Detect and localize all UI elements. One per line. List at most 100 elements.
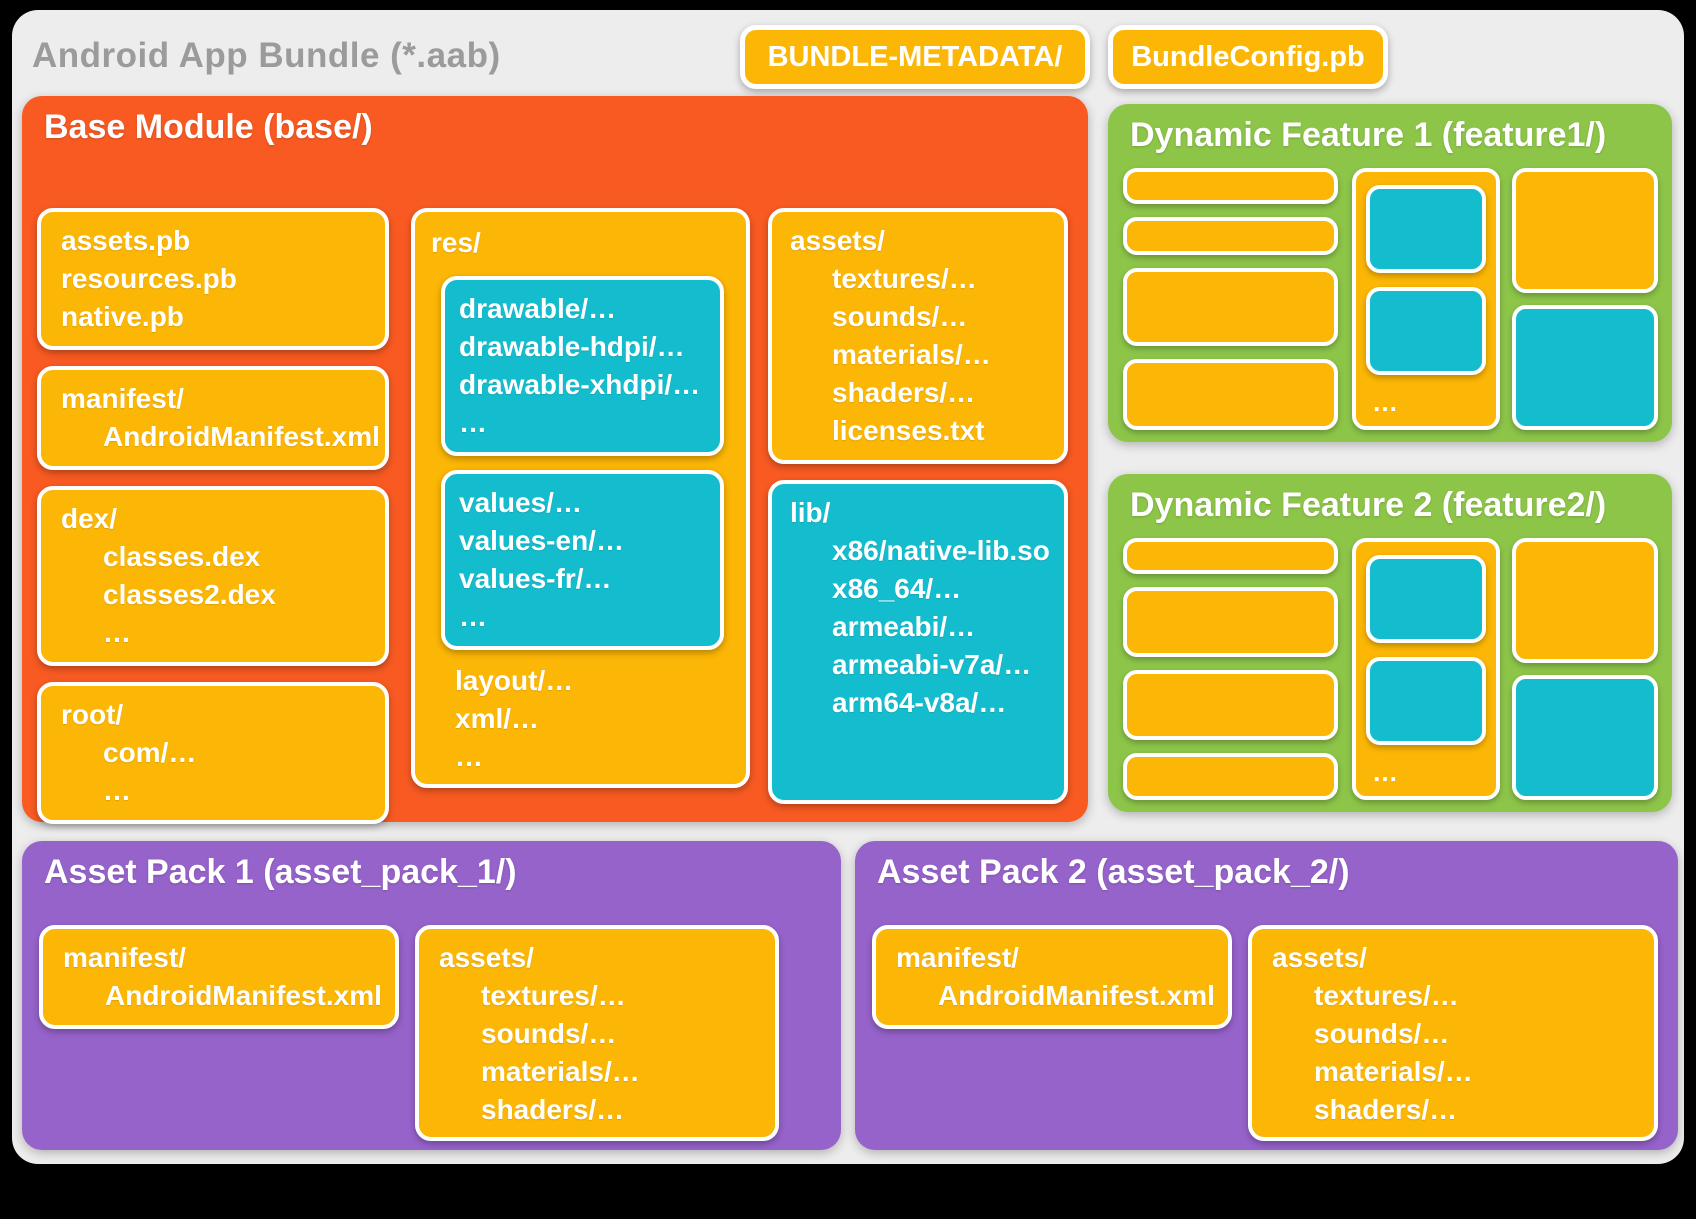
materials-dir: materials/… bbox=[1314, 1056, 1473, 1087]
mini-box bbox=[1366, 287, 1486, 375]
classes-dex: classes.dex bbox=[103, 541, 261, 572]
materials-dir: materials/… bbox=[481, 1056, 640, 1087]
xml-dir: xml/… bbox=[455, 703, 540, 734]
mini-box bbox=[1366, 185, 1486, 273]
android-manifest-file: AndroidManifest.xml bbox=[103, 421, 380, 452]
classes2-dex: classes2.dex bbox=[103, 579, 276, 610]
sounds-dir: sounds/… bbox=[481, 1018, 617, 1049]
asset-pack-1: Asset Pack 1 (asset_pack_1/) manifest/ A… bbox=[22, 841, 841, 1150]
drawable-hdpi-dir: drawable-hdpi/… bbox=[459, 331, 685, 362]
asset-pack-2-title: Asset Pack 2 (asset_pack_2/) bbox=[877, 853, 1350, 891]
materials-dir: materials/… bbox=[832, 339, 991, 370]
arm64-v8a-dir: arm64-v8a/… bbox=[832, 687, 1007, 718]
textures-dir: textures/… bbox=[832, 263, 977, 294]
dynamic-feature-2: Dynamic Feature 2 (feature2/) … bbox=[1108, 474, 1672, 812]
textures-dir: textures/… bbox=[481, 980, 626, 1011]
mini-box bbox=[1366, 555, 1486, 643]
mini-box bbox=[1123, 217, 1338, 255]
base-module-title: Base Module (base/) bbox=[44, 108, 373, 146]
file-native-pb: native.pb bbox=[61, 301, 184, 332]
feature1-right-column bbox=[1512, 168, 1658, 430]
armeabi-dir: armeabi/… bbox=[832, 611, 976, 642]
app-bundle-card: Android App Bundle (*.aab) BUNDLE-METADA… bbox=[12, 10, 1684, 1164]
drawable-box: drawable/… drawable-hdpi/… drawable-xhdp… bbox=[441, 276, 724, 456]
values-box: values/… values-en/… values-fr/… … bbox=[441, 470, 724, 650]
values-ellipsis: … bbox=[459, 601, 487, 632]
root-ellipsis: … bbox=[103, 775, 131, 806]
mini-box bbox=[1512, 538, 1658, 663]
licenses-file: licenses.txt bbox=[832, 415, 985, 446]
shaders-dir: shaders/… bbox=[481, 1094, 625, 1125]
root-com: com/… bbox=[103, 737, 197, 768]
mini-box bbox=[1123, 168, 1338, 204]
base-res-column: res/ drawable/… drawable-hdpi/… drawable… bbox=[411, 208, 750, 804]
manifest-dir: manifest/ bbox=[63, 942, 186, 973]
assets-dir: assets/ bbox=[790, 225, 885, 256]
sounds-dir: sounds/… bbox=[1314, 1018, 1450, 1049]
mini-box bbox=[1123, 587, 1338, 657]
layout-dir: layout/… bbox=[455, 665, 574, 696]
assets-box: assets/ textures/… sounds/… materials/… … bbox=[768, 208, 1068, 464]
feature2-res-panel: … bbox=[1352, 538, 1500, 800]
textures-dir: textures/… bbox=[1314, 980, 1459, 1011]
base-left-column: assets.pb resources.pb native.pb manifes… bbox=[37, 208, 389, 824]
asset-pack-1-title: Asset Pack 1 (asset_pack_1/) bbox=[44, 853, 517, 891]
mini-box bbox=[1512, 675, 1658, 800]
asset-pack-2: Asset Pack 2 (asset_pack_2/) manifest/ A… bbox=[855, 841, 1678, 1150]
res-ellipsis: … bbox=[455, 741, 483, 772]
mini-box bbox=[1123, 268, 1338, 346]
res-tail: layout/… xml/… … bbox=[431, 662, 730, 776]
lib-box: lib/ x86/native-lib.so x86_64/… armeabi/… bbox=[768, 480, 1068, 804]
bundle-config-badge: BundleConfig.pb bbox=[1108, 25, 1388, 89]
res-dir: res/ bbox=[431, 227, 481, 258]
dex-box: dex/ classes.dex classes2.dex … bbox=[37, 486, 389, 666]
feature1-left-column bbox=[1123, 168, 1338, 430]
manifest-dir: manifest/ bbox=[61, 383, 184, 414]
asset-pack-2-manifest-box: manifest/ AndroidManifest.xml bbox=[872, 925, 1232, 1029]
file-assets-pb: assets.pb bbox=[61, 225, 191, 256]
mini-box bbox=[1123, 753, 1338, 800]
feature1-ellipsis: … bbox=[1372, 387, 1398, 417]
base-right-column: assets/ textures/… sounds/… materials/… … bbox=[768, 208, 1068, 804]
manifest-box: manifest/ AndroidManifest.xml bbox=[37, 366, 389, 470]
mini-box bbox=[1366, 657, 1486, 745]
feature1-res-panel: … bbox=[1352, 168, 1500, 430]
values-dir: values/… bbox=[459, 487, 582, 518]
dex-dir: dex/ bbox=[61, 503, 118, 534]
base-module: Base Module (base/) assets.pb resources.… bbox=[22, 96, 1088, 824]
feature2-right-column bbox=[1512, 538, 1658, 800]
drawable-xhdpi-dir: drawable-xhdpi/… bbox=[459, 369, 701, 400]
mini-box bbox=[1123, 670, 1338, 740]
root-box: root/ com/… … bbox=[37, 682, 389, 824]
page-title: Android App Bundle (*.aab) bbox=[32, 36, 501, 75]
sounds-dir: sounds/… bbox=[832, 301, 968, 332]
dynamic-feature-1: Dynamic Feature 1 (feature1/) … bbox=[1108, 104, 1672, 442]
res-box: res/ drawable/… drawable-hdpi/… drawable… bbox=[411, 208, 750, 788]
x86-native-lib: x86/native-lib.so bbox=[832, 535, 1050, 566]
shaders-dir: shaders/… bbox=[832, 377, 976, 408]
bundle-metadata-badge: BUNDLE-METADATA/ bbox=[740, 25, 1090, 89]
feature2-ellipsis: … bbox=[1372, 757, 1398, 787]
proto-files-box: assets.pb resources.pb native.pb bbox=[37, 208, 389, 350]
drawable-ellipsis: … bbox=[459, 407, 487, 438]
asset-pack-1-assets-box: assets/ textures/… sounds/… materials/… … bbox=[415, 925, 779, 1141]
dex-ellipsis: … bbox=[103, 617, 131, 648]
manifest-dir: manifest/ bbox=[896, 942, 1019, 973]
armeabi-v7a-dir: armeabi-v7a/… bbox=[832, 649, 1032, 680]
mini-box bbox=[1512, 305, 1658, 430]
lib-dir: lib/ bbox=[790, 497, 831, 528]
mini-box bbox=[1123, 538, 1338, 574]
drawable-dir: drawable/… bbox=[459, 293, 617, 324]
values-en-dir: values-en/… bbox=[459, 525, 624, 556]
dynamic-feature-1-title: Dynamic Feature 1 (feature1/) bbox=[1130, 116, 1607, 154]
shaders-dir: shaders/… bbox=[1314, 1094, 1458, 1125]
mini-box bbox=[1123, 359, 1338, 430]
assets-dir: assets/ bbox=[439, 942, 534, 973]
mini-box bbox=[1512, 168, 1658, 293]
asset-pack-2-assets-box: assets/ textures/… sounds/… materials/… … bbox=[1248, 925, 1658, 1141]
file-resources-pb: resources.pb bbox=[61, 263, 237, 294]
android-manifest-file: AndroidManifest.xml bbox=[938, 980, 1215, 1011]
feature2-left-column bbox=[1123, 538, 1338, 800]
asset-pack-1-manifest-box: manifest/ AndroidManifest.xml bbox=[39, 925, 399, 1029]
